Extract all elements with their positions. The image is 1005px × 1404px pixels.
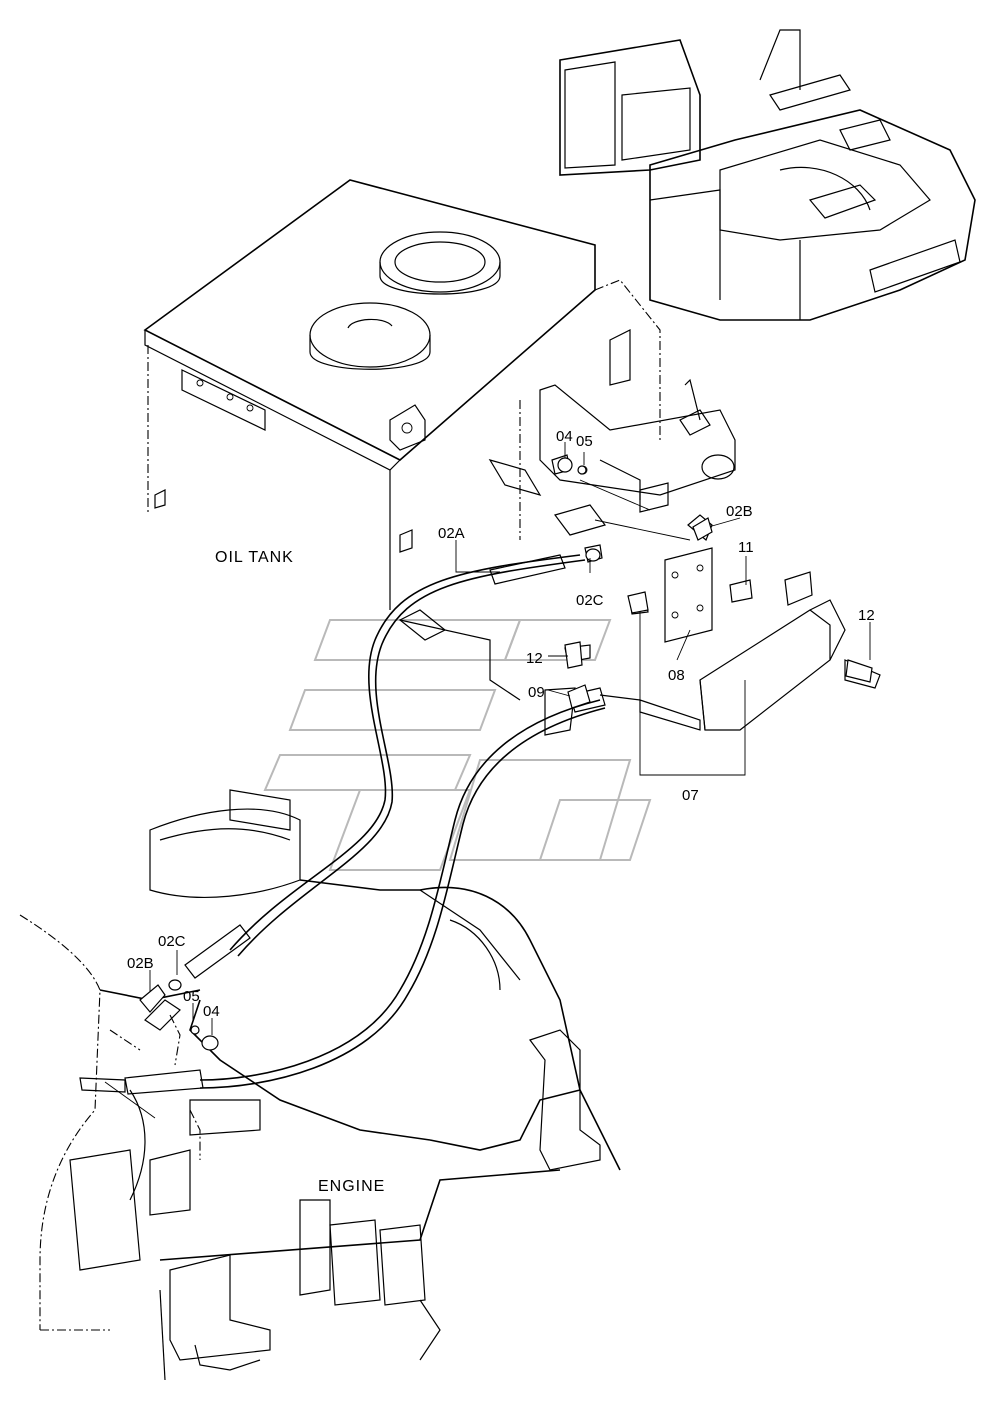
oil-tank-label: OIL TANK (215, 549, 294, 566)
callout-05-top: 05 (576, 433, 593, 450)
oil-tank (143, 179, 661, 610)
callout-02b-top: 02B (726, 503, 753, 520)
callout-05-bottom: 05 (183, 988, 200, 1005)
throttle-cable (184, 554, 586, 979)
callout-02c-bottom: 02C (158, 933, 186, 950)
leader-lines (104, 442, 871, 1119)
callout-08: 08 (668, 667, 685, 684)
engine-cable (79, 699, 606, 1095)
callout-12-right: 12 (858, 607, 875, 624)
callout-07: 07 (682, 787, 699, 804)
watermark-logo (263, 619, 652, 871)
excavator-overview (559, 29, 976, 321)
callout-04-bottom: 04 (203, 1003, 220, 1020)
callout-04-top: 04 (556, 428, 573, 445)
callout-11: 11 (738, 539, 754, 556)
motor-assembly (398, 454, 881, 776)
linkage-bracket (488, 378, 736, 541)
callout-12-left: 12 (526, 650, 543, 667)
callout-02a: 02A (438, 525, 465, 542)
engine-label: ENGINE (318, 1178, 385, 1195)
callout-09: 09 (528, 684, 545, 701)
callout-02c-top: 02C (576, 592, 604, 609)
callout-02b-bottom: 02B (127, 955, 154, 972)
small-parts-upper (557, 457, 873, 709)
engine (19, 789, 621, 1381)
callout-labels: OIL TANK ENGINE 02A 02B 02C 04 05 11 12 … (127, 428, 875, 1195)
small-parts-lower (139, 979, 219, 1051)
